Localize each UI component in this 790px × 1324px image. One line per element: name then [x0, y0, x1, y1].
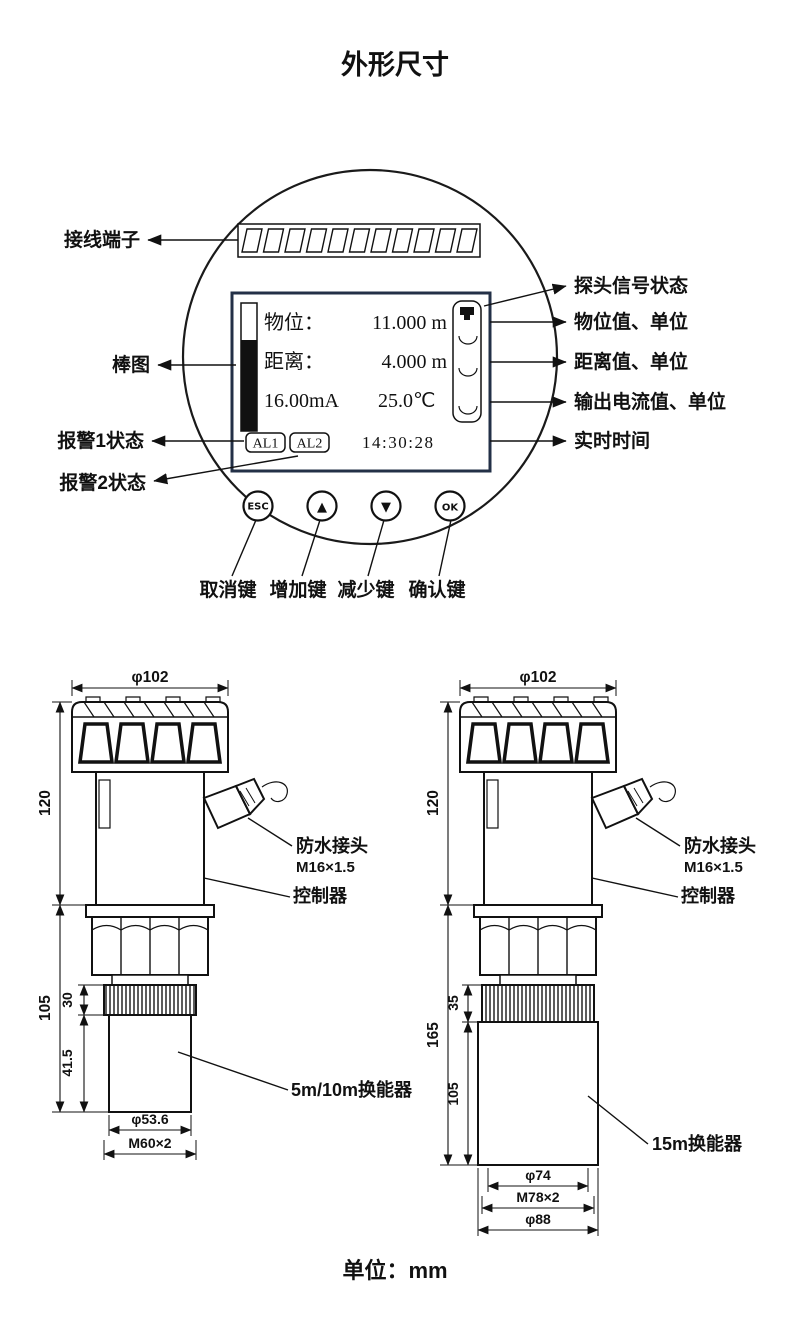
down-triangle-icon: ▼: [381, 500, 391, 515]
sensor-head-assembly: [70, 695, 290, 987]
alarm-badges: AL1 AL2: [245, 432, 330, 453]
esc-button: [242, 490, 274, 522]
callout-alarm1: 报警1状态: [57, 429, 144, 452]
controller-label: 控制器: [293, 885, 348, 906]
dim-h-lower: 165: [425, 1022, 442, 1048]
bar-graph: [240, 302, 258, 432]
display-panel-diagram: 物位： 11.000 m 距离： 4.000 m 16.00mA 25.0℃ A…: [57, 168, 726, 601]
time-value: 14:30:28: [362, 433, 434, 452]
distance-value: 4.000 m: [381, 351, 447, 373]
ok-button: [434, 490, 466, 522]
dim-h-ring: 30: [59, 992, 75, 1008]
dim-thread: M60×2: [128, 1135, 171, 1151]
probe-icon: [460, 307, 474, 320]
transducer-label: 15m换能器: [652, 1133, 743, 1154]
dim-dia-transducer: φ53.6: [131, 1111, 168, 1127]
lcd-screen: 物位： 11.000 m 距离： 4.000 m 16.00mA 25.0℃ A…: [230, 291, 492, 473]
sensor-head-assembly: [458, 695, 678, 987]
dim-dia-outer: φ88: [525, 1211, 551, 1227]
gland-thread-label: M16×1.5: [296, 859, 355, 876]
keypad: ESC ▲ ▼ OK: [242, 490, 466, 522]
level-label: 物位：: [264, 311, 324, 334]
thread-ring: [481, 984, 595, 1023]
dim-dia-cap: φ102: [132, 669, 169, 686]
thread-ring: [103, 984, 197, 1016]
right-sensor-drawing: φ102 120 165 35 105 φ74 M78×2 φ88 防水接头 M…: [425, 669, 756, 1236]
arc-wave-icon: [458, 405, 478, 415]
callout-current: 输出电流值、单位: [574, 390, 726, 413]
callout-bargraph: 棒图: [112, 353, 150, 376]
distance-label: 距离：: [264, 350, 324, 373]
dim-h-transducer: 105: [445, 1082, 461, 1106]
ok-button-label: OK: [442, 503, 460, 514]
level-value: 11.000 m: [372, 312, 447, 334]
dim-h-ring: 35: [445, 995, 461, 1011]
callout-distance: 距离值、单位: [574, 350, 688, 373]
transducer-body: [108, 1014, 192, 1113]
gland-label: 防水接头: [296, 835, 368, 856]
dim-dia-cap: φ102: [520, 669, 557, 686]
temperature-value: 25.0℃: [378, 390, 435, 412]
controller-label: 控制器: [681, 885, 736, 906]
up-triangle-icon: ▲: [317, 500, 327, 515]
callout-signal: 探头信号状态: [574, 274, 688, 297]
alarm2-badge: AL2: [297, 437, 323, 452]
terminal-block: [237, 223, 481, 258]
arc-wave-icon: [458, 335, 478, 345]
signal-status-box: [452, 300, 482, 423]
arc-wave-icon: [458, 367, 478, 377]
unit-note: 单位：mm: [342, 1258, 447, 1283]
alarm1-badge: AL1: [253, 437, 279, 452]
callout-esc-key: 取消键: [199, 578, 256, 601]
page-title: 外形尺寸: [341, 50, 449, 80]
transducer-label: 5m/10m换能器: [291, 1079, 413, 1100]
callout-time: 实时时间: [574, 429, 650, 452]
gland-thread-label: M16×1.5: [684, 859, 743, 876]
panel-callouts-left: 接线端子 棒图 报警1状态 报警2状态: [57, 228, 299, 494]
callout-terminal: 接线端子: [64, 228, 140, 251]
gland-label: 防水接头: [684, 835, 756, 856]
dim-h-controller: 120: [37, 790, 54, 816]
panel-callouts-right: 探头信号状态 物位值、单位 距离值、单位 输出电流值、单位 实时时间: [483, 274, 726, 452]
callout-alarm2: 报警2状态: [59, 471, 146, 494]
up-button: [306, 490, 338, 522]
left-sensor-drawing: φ102 120 105 30 41.5 φ53.6 M60×2 防水接头 M1…: [37, 669, 413, 1160]
transducer-body: [477, 1021, 599, 1166]
callout-level: 物位值、单位: [574, 310, 688, 333]
dim-dia-inner: φ74: [525, 1167, 551, 1183]
callout-ok-key: 确认键: [408, 578, 465, 601]
dim-h-lower: 105: [37, 995, 54, 1021]
current-value: 16.00mA: [264, 390, 340, 412]
callout-down-key: 减少键: [337, 578, 394, 601]
callout-up-key: 增加键: [269, 578, 326, 601]
dim-thread: M78×2: [516, 1189, 559, 1205]
dim-h-controller: 120: [425, 790, 442, 816]
keypad-callouts: 取消键 增加键 减少键 确认键: [199, 519, 466, 601]
esc-button-label: ESC: [247, 502, 268, 513]
down-button: [370, 490, 402, 522]
dim-h-transducer: 41.5: [59, 1049, 75, 1076]
